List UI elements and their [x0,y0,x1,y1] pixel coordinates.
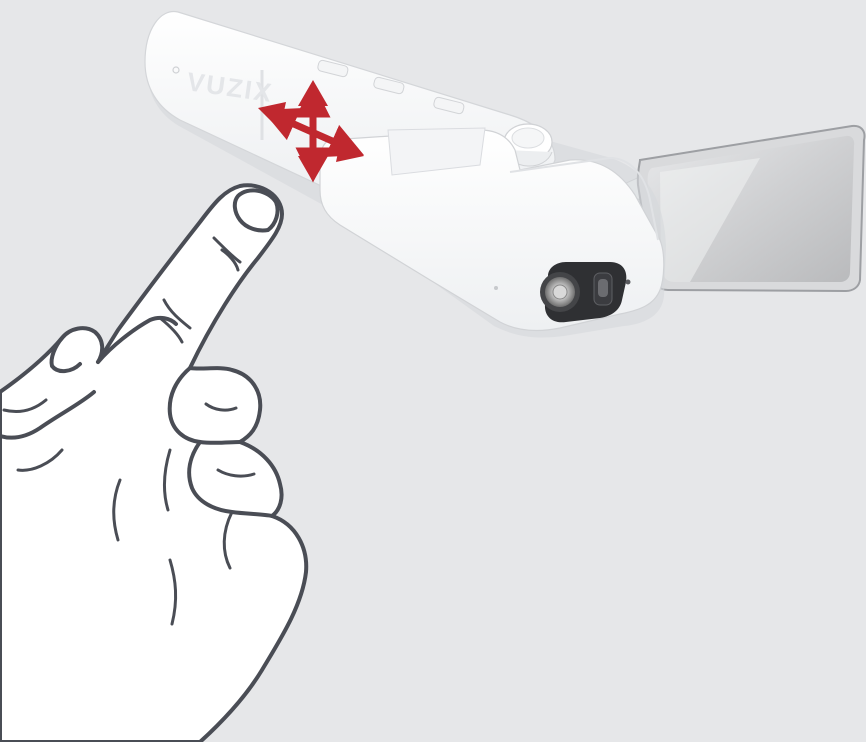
microphone-hole [494,286,498,290]
status-light [626,280,631,285]
